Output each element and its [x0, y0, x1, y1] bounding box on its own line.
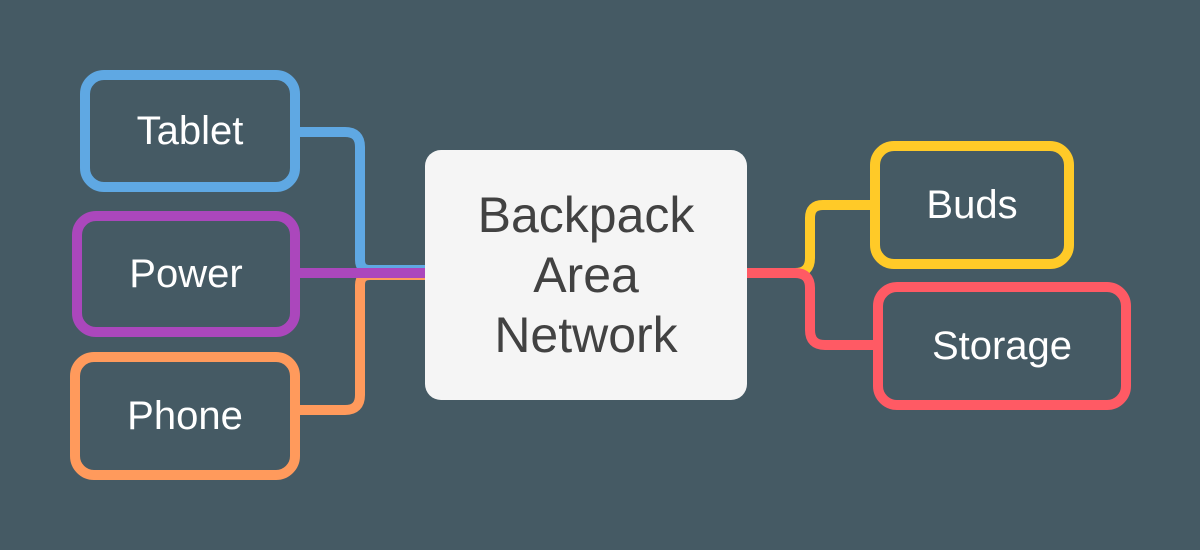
node-power-label: Power: [129, 251, 243, 296]
central-topic-line: Network: [494, 307, 678, 363]
link-buds: [742, 200, 885, 278]
node-tablet[interactable]: Tablet: [80, 70, 300, 192]
central-topic-line: Backpack: [477, 187, 695, 243]
node-phone[interactable]: Phone: [70, 352, 300, 480]
node-phone-label: Phone: [127, 393, 243, 438]
link-phone: [285, 270, 430, 415]
node-buds-label: Buds: [926, 182, 1018, 227]
link-tablet: [285, 127, 430, 275]
node-power[interactable]: Power: [72, 211, 300, 337]
node-buds[interactable]: Buds: [870, 141, 1074, 269]
central-topic[interactable]: Backpack Area Network: [425, 150, 747, 400]
node-storage-label: Storage: [931, 323, 1073, 368]
link-storage: [742, 268, 885, 350]
node-tablet-label: Tablet: [136, 108, 244, 153]
central-topic-line: Area: [533, 247, 639, 303]
node-storage[interactable]: Storage: [873, 282, 1131, 410]
